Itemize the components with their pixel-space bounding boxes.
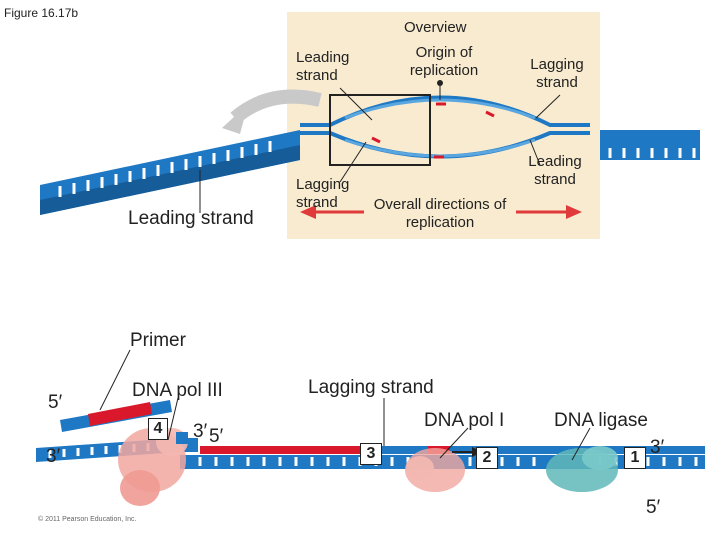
- dna-ligase-enzyme: [546, 446, 618, 492]
- overview-title: Overview: [404, 19, 467, 36]
- step-2-box: 2: [476, 447, 498, 469]
- figure-label: Figure 16.17b: [4, 6, 79, 20]
- end-5-right: 5′: [646, 497, 661, 518]
- step-1-box: 1: [624, 447, 646, 469]
- end-3-mid: 3′: [193, 421, 208, 442]
- dna-ligase-label: DNA ligase: [554, 410, 648, 431]
- bubble-primers: [371, 102, 495, 159]
- dna-pol-i-enzyme: [405, 448, 465, 492]
- end-5-mid: 5′: [209, 426, 224, 447]
- lagging-strand-label: Lagging strand: [308, 377, 434, 398]
- lower-leader-lines: [99, 349, 591, 461]
- leading-strand-label: Leading strand: [128, 208, 254, 229]
- overview-leading-strand-right-label: Leading strand: [528, 153, 582, 188]
- overview-leading-strand-label: Leading strand: [296, 49, 350, 84]
- end-3-left: 3′: [46, 446, 61, 467]
- zoom-box: [329, 94, 431, 166]
- step-3-box: 3: [360, 443, 382, 465]
- upper-left-ticks: [58, 141, 272, 197]
- okazaki-start-block: [176, 432, 188, 444]
- overview-lagging-strand-bottom-label: Lagging strand: [296, 176, 350, 211]
- copyright-notice: © 2011 Pearson Education, Inc.: [38, 516, 137, 523]
- lower-top-strand-left: [60, 400, 172, 432]
- overview-lagging-strand-label: Lagging strand: [530, 56, 584, 91]
- leader-lines: [199, 83, 561, 213]
- step-4-box: 4: [148, 418, 168, 440]
- end-5-left: 5′: [48, 392, 63, 413]
- end-3-right: 3′: [650, 437, 665, 458]
- overall-directions-label: Overall directions of replication: [373, 196, 507, 231]
- overall-direction-arrows: [300, 205, 582, 219]
- dna-pol-i-label: DNA pol I: [424, 410, 505, 431]
- upper-left-dna: [40, 130, 300, 215]
- upper-right-ticks: [608, 148, 696, 158]
- primer-label: Primer: [130, 330, 186, 351]
- origin-of-replication-label: Origin of replication: [409, 44, 479, 79]
- zoom-arrow-head: [222, 104, 248, 134]
- dna-pol-iii-label: DNA pol III: [132, 380, 223, 401]
